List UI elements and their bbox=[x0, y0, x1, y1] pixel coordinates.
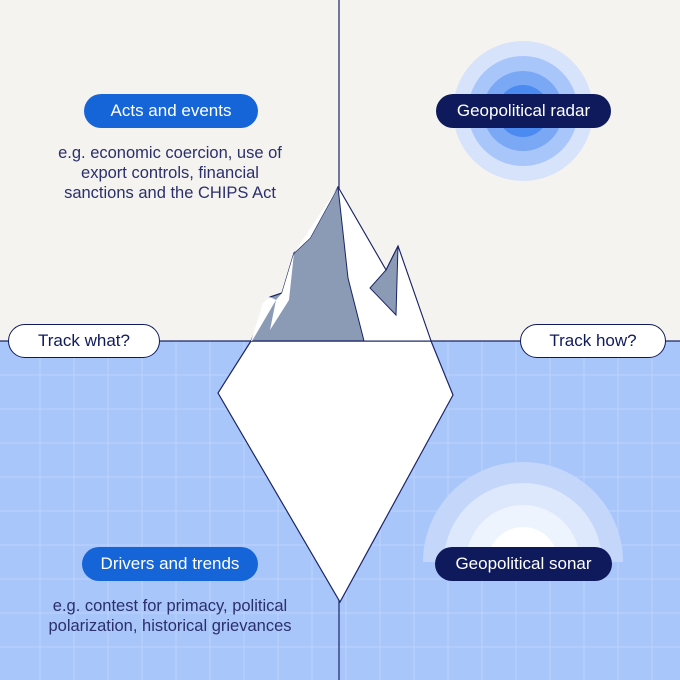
acts-and-events-description: e.g. economic coercion, use of export co… bbox=[34, 143, 306, 203]
geopolitical-sonar-label: Geopolitical sonar bbox=[435, 547, 612, 581]
description-line: sanctions and the CHIPS Act bbox=[64, 184, 276, 202]
acts-and-events-label: Acts and events bbox=[84, 94, 258, 128]
geopolitical-radar-label: Geopolitical radar bbox=[436, 94, 611, 128]
drivers-and-trends-label: Drivers and trends bbox=[82, 547, 258, 581]
description-line: export controls, financial bbox=[81, 164, 259, 182]
iceberg-highlight-right bbox=[337, 186, 432, 342]
iceberg-highlight-left bbox=[251, 297, 276, 341]
drivers-and-trends-description: e.g. contest for primacy, political pola… bbox=[14, 596, 326, 636]
track-how-label: Track how? bbox=[520, 324, 666, 358]
description-line: e.g. economic coercion, use of bbox=[58, 144, 282, 162]
description-line: e.g. contest for primacy, political bbox=[52, 597, 288, 615]
iceberg-highlight-peak bbox=[294, 187, 338, 253]
description-line: polarization, historical grievances bbox=[48, 617, 292, 635]
track-what-label: Track what? bbox=[8, 324, 160, 358]
iceberg-icon bbox=[217, 185, 454, 604]
iceberg-highlight-mid bbox=[270, 253, 294, 330]
